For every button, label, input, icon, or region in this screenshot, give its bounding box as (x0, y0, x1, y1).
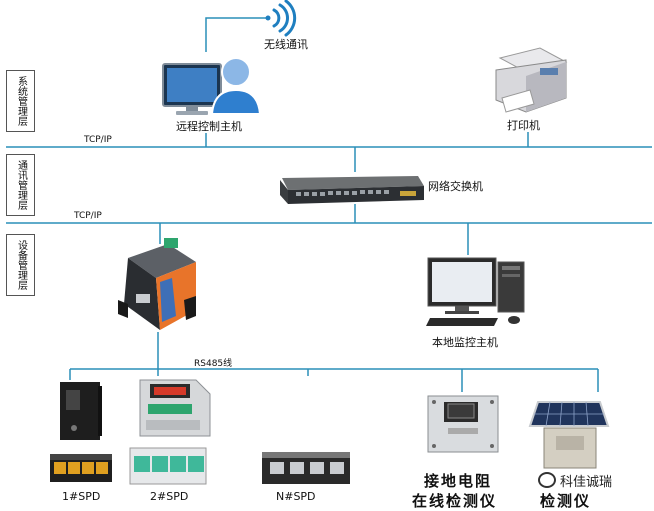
printer-label: 打印机 (507, 119, 540, 132)
spd2-label: 2#SPD (150, 490, 189, 503)
solar-tester-label-line2: 检测仪 (540, 492, 592, 510)
layer-comm-label: 通讯管理层 (15, 160, 27, 210)
local-host-icon (426, 257, 525, 326)
switch-label: 网络交换机 (428, 180, 483, 193)
rs485-label: RS485线 (194, 359, 233, 369)
rs485-converter-icon (118, 238, 196, 330)
spd-meter-icon (139, 379, 211, 437)
watermark-text: 科佳诚瑞 (560, 475, 613, 490)
local-host-label: 本地监控主机 (432, 336, 498, 349)
tcpip-top-label: TCP/IP (84, 135, 112, 145)
switch-icon (280, 176, 424, 204)
wifi-icon (265, 0, 297, 37)
remote-host-label: 远程控制主机 (176, 120, 242, 133)
layer-system-label: 系统管理层 (15, 76, 27, 126)
layer-comm: 通讯管理层 (6, 154, 35, 216)
remote-host-icon (162, 57, 262, 115)
ground-tester-label-line2: 在线检测仪 (412, 492, 498, 510)
solar-tester-icon (528, 401, 610, 469)
spdn-label: N#SPD (276, 490, 316, 503)
spd-device-a-icon (60, 382, 102, 440)
layer-device: 设备管理层 (6, 234, 35, 296)
wireless-link (205, 17, 266, 52)
spd1-icon (50, 454, 112, 482)
spd2-icon (129, 447, 207, 485)
spd1-label: 1#SPD (62, 490, 101, 503)
ground-tester-label-line1: 接地电阻 (424, 472, 493, 490)
watermark: 科佳诚瑞 (538, 471, 612, 490)
wireless-label: 无线通讯 (264, 38, 308, 51)
ground-tester-icon (427, 395, 499, 453)
tcpip-mid-label: TCP/IP (74, 211, 102, 221)
layer-system: 系统管理层 (6, 70, 35, 132)
spdn-icon (262, 452, 350, 484)
printer-icon (495, 47, 568, 113)
watermark-icon (538, 472, 556, 488)
layer-device-label: 设备管理层 (15, 240, 27, 290)
